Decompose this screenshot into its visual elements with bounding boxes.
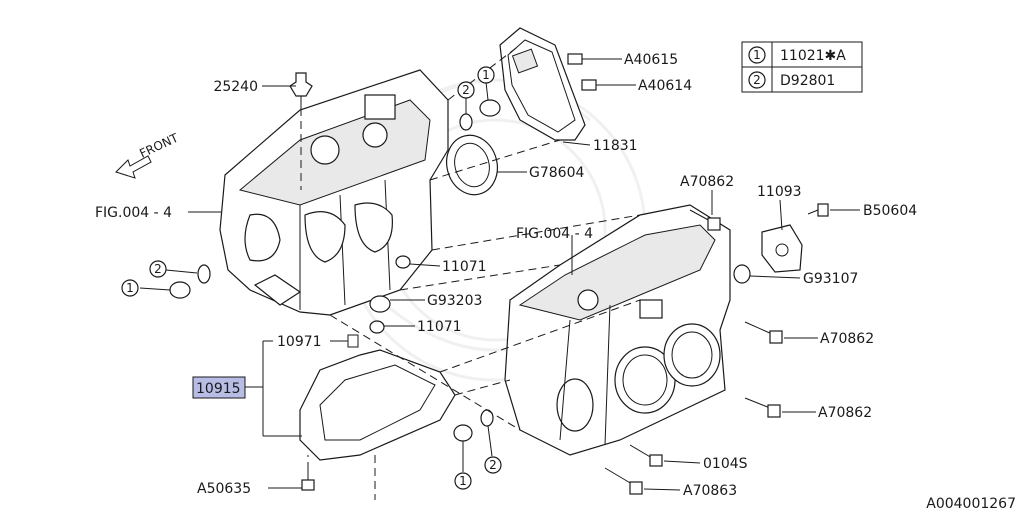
svg-text:2: 2 bbox=[154, 262, 162, 276]
label-a70862-top: A70862 bbox=[680, 174, 734, 190]
bolt-a50635 bbox=[301, 470, 315, 491]
label-11071-upper: 11071 bbox=[442, 259, 487, 275]
document-code: A004001267 bbox=[926, 496, 1016, 512]
bolt-b50604 bbox=[807, 203, 829, 217]
left-cylinder-block bbox=[219, 69, 449, 316]
label-10915-highlight bbox=[192, 376, 246, 399]
bolt-a70862-top bbox=[689, 209, 721, 231]
label-a50635: A50635 bbox=[197, 481, 251, 497]
plug-top bbox=[479, 99, 501, 117]
cover-11093 bbox=[761, 224, 803, 273]
svg-text:1: 1 bbox=[482, 68, 490, 82]
plug-left bbox=[169, 281, 191, 299]
label-25240: 25240 bbox=[213, 79, 258, 95]
legend-row-2: 2 D92801 bbox=[748, 71, 835, 89]
label-0104s: 0104S bbox=[703, 456, 748, 472]
leader-lines bbox=[139, 58, 860, 491]
svg-text:2: 2 bbox=[753, 73, 761, 87]
label-11093: 11093 bbox=[757, 184, 802, 200]
bolt-a70862-mid bbox=[744, 321, 783, 344]
o-ring-top bbox=[459, 113, 473, 131]
right-cylinder-block bbox=[504, 204, 731, 456]
label-a40615: A40615 bbox=[624, 52, 678, 68]
legend-code-2: D92801 bbox=[780, 73, 835, 89]
label-g93203: G93203 bbox=[427, 293, 482, 309]
label-10971: 10971 bbox=[277, 334, 322, 350]
label-a70863: A70863 bbox=[683, 483, 737, 499]
oil-seal-g78604 bbox=[446, 134, 498, 196]
label-g93107: G93107 bbox=[803, 271, 858, 287]
bolt-a40614 bbox=[581, 79, 606, 91]
o-ring-g93203 bbox=[369, 295, 391, 313]
front-label: FRONT bbox=[137, 130, 181, 160]
cover-plate-11831 bbox=[499, 27, 586, 141]
plug-bottom bbox=[453, 424, 473, 442]
label-11071-lower: 11071 bbox=[417, 319, 462, 335]
baffle-plate-10915 bbox=[299, 334, 456, 461]
marker-left-2: 2 bbox=[149, 260, 167, 278]
legend-table: 1 11021✱A 2 D92801 bbox=[741, 41, 863, 93]
svg-text:2: 2 bbox=[462, 83, 470, 97]
bolt-a40615 bbox=[567, 53, 592, 65]
legend-code-1: 11021✱A bbox=[780, 48, 846, 64]
bolt-0104s bbox=[629, 444, 663, 467]
legend-row-1: 1 11021✱A bbox=[748, 46, 846, 64]
bolt-a70863 bbox=[604, 467, 643, 495]
label-11831: 11831 bbox=[593, 138, 638, 154]
o-ring-g93107 bbox=[733, 264, 751, 284]
label-fig-left: FIG.004 - 4 bbox=[95, 205, 172, 221]
label-a70862-low: A70862 bbox=[818, 405, 872, 421]
svg-text:1: 1 bbox=[753, 48, 761, 62]
marker-top-2: 2 bbox=[457, 81, 475, 99]
marker-top-1: 1 bbox=[477, 66, 495, 84]
o-ring-11071-lower bbox=[369, 320, 385, 334]
svg-text:1: 1 bbox=[459, 474, 467, 488]
sensor-25240 bbox=[289, 72, 313, 108]
bolt-a70862-low bbox=[744, 397, 781, 418]
label-b50604: B50604 bbox=[863, 203, 917, 219]
svg-text:1: 1 bbox=[126, 281, 134, 295]
o-ring-11071-upper bbox=[395, 255, 411, 269]
marker-left-1: 1 bbox=[121, 279, 139, 297]
label-g78604: G78604 bbox=[529, 165, 584, 181]
front-direction-arrow: FRONT bbox=[115, 130, 181, 179]
label-a40614: A40614 bbox=[638, 78, 692, 94]
marker-bottom-1: 1 bbox=[454, 472, 472, 490]
o-ring-left bbox=[197, 264, 211, 284]
label-a70862-mid: A70862 bbox=[820, 331, 874, 347]
marker-bottom-2: 2 bbox=[484, 456, 502, 474]
label-fig-right: FIG.004 - 4 bbox=[516, 226, 593, 242]
label-10915: 10915 bbox=[196, 381, 241, 397]
svg-text:2: 2 bbox=[489, 458, 497, 472]
